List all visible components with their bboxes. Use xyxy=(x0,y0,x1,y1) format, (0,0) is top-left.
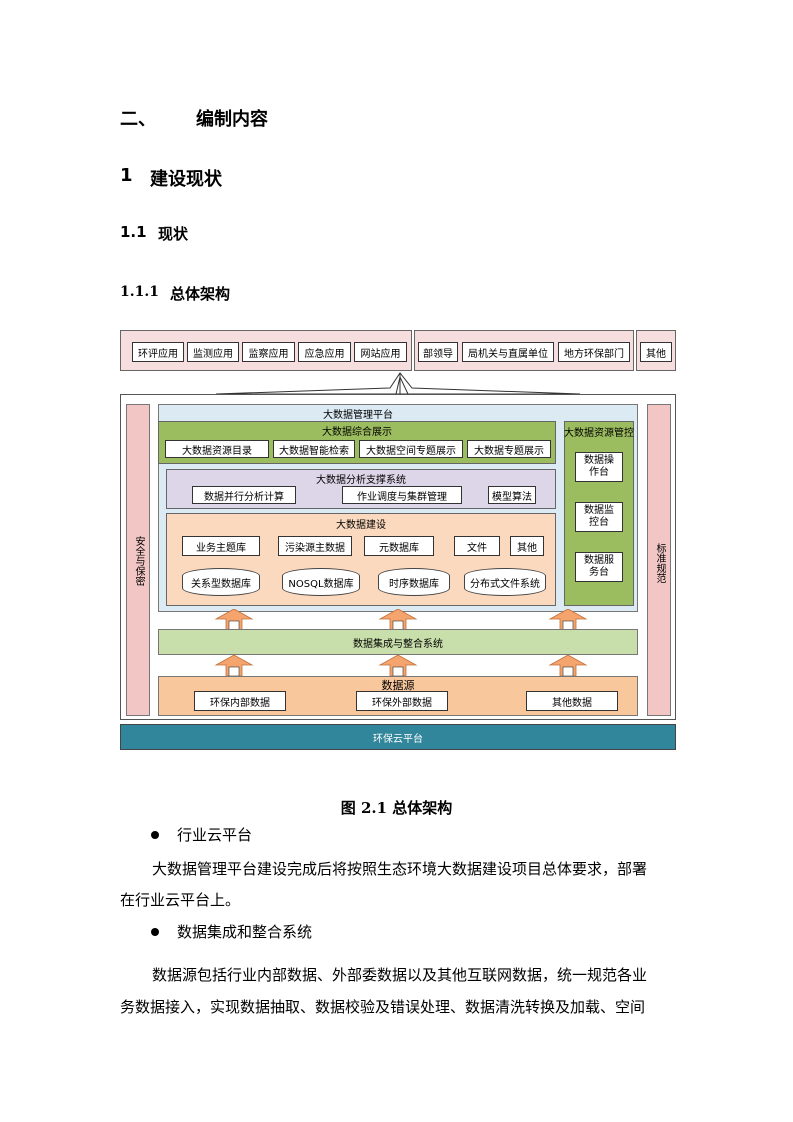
bullet-icon xyxy=(151,831,159,839)
build-title: 大数据建设 xyxy=(336,520,386,531)
user-box: 局机关与直属单位 xyxy=(462,342,554,362)
section-title: 编制内容 xyxy=(196,109,268,130)
display-item: 大数据空间专题展示 xyxy=(359,440,463,458)
user-box: 部领导 xyxy=(418,342,458,362)
paragraph-line: 在行业云平台上。 xyxy=(120,891,241,909)
storage-cylinder: NOSQL数据库 xyxy=(282,568,360,596)
app-box: 监测应用 xyxy=(187,342,239,362)
security-column xyxy=(126,404,150,716)
paragraph-line: 数据源包括行业内部数据、外部委数据以及其他互联网数据，统一规范各业 xyxy=(152,966,648,984)
security-label: 安全与保密 xyxy=(133,536,144,586)
storage-cylinder: 时序数据库 xyxy=(378,568,450,596)
heading-2-title: 现状 xyxy=(158,225,189,243)
source-item: 其他数据 xyxy=(526,691,618,711)
build-item: 元数据库 xyxy=(364,536,434,556)
analysis-item: 作业调度与集群管理 xyxy=(342,486,462,504)
architecture-diagram: 环评应用 监测应用 监察应用 应急应用 网站应用 部领导 局机关与直属单位 地方… xyxy=(120,330,680,752)
storage-cylinder: 分布式文件系统 xyxy=(464,568,546,596)
integration-layer: 数据集成与整合系统 xyxy=(158,629,638,655)
build-item: 其他 xyxy=(510,536,544,556)
bullet-item: 行业云平台 xyxy=(177,826,253,844)
figure-caption: 图 2.1 总体架构 xyxy=(340,799,453,817)
paragraph-line: 大数据管理平台建设完成后将按照生态环境大数据建设项目总体要求，部署 xyxy=(152,860,648,878)
heading-3-title: 总体架构 xyxy=(170,285,231,303)
cloud-platform-bar: 环保云平台 xyxy=(120,724,676,750)
build-item: 污染源主数据 xyxy=(278,536,352,556)
display-title: 大数据综合展示 xyxy=(322,427,392,438)
analysis-title: 大数据分析支撑系统 xyxy=(316,475,406,486)
control-title: 大数据资源管控 xyxy=(564,428,634,439)
heading-2-number: 1.1 xyxy=(120,223,147,241)
analysis-item: 模型算法 xyxy=(488,486,536,504)
control-item: 数据监控台 xyxy=(575,502,623,532)
app-box: 环评应用 xyxy=(132,342,184,362)
source-title: 数据源 xyxy=(381,679,415,692)
heading-3-number: 1.1.1 xyxy=(120,284,159,300)
build-item: 业务主题库 xyxy=(182,536,260,556)
up-arrows-lower xyxy=(214,655,588,677)
heading-1-number: 1 xyxy=(120,165,133,186)
paragraph-line: 务数据接入，实现数据抽取、数据校验及错误处理、数据清洗转换及加载、空间 xyxy=(120,998,646,1016)
platform-title: 大数据管理平台 xyxy=(323,410,393,421)
display-item: 大数据资源目录 xyxy=(165,440,269,458)
app-box: 监察应用 xyxy=(242,342,295,362)
bullet-icon xyxy=(151,928,159,936)
storage-cylinder: 关系型数据库 xyxy=(182,568,260,596)
control-item: 数据服务台 xyxy=(575,552,623,582)
heading-1-title: 建设现状 xyxy=(150,169,222,190)
build-item: 文件 xyxy=(454,536,500,556)
app-box: 网站应用 xyxy=(354,342,407,362)
other-box: 其他 xyxy=(640,342,672,362)
upward-fan-arrow xyxy=(215,372,581,395)
source-item: 环保内部数据 xyxy=(194,691,286,711)
bullet-item: 数据集成和整合系统 xyxy=(177,923,313,941)
up-arrows-upper xyxy=(214,609,588,631)
standard-label: 标准规范 xyxy=(654,543,665,583)
control-item: 数据操作台 xyxy=(575,452,623,482)
display-item: 大数据智能检索 xyxy=(273,440,355,458)
analysis-item: 数据并行分析计算 xyxy=(192,486,296,504)
standard-column xyxy=(647,404,671,716)
app-box: 应急应用 xyxy=(298,342,351,362)
display-item: 大数据专题展示 xyxy=(467,440,551,458)
source-item: 环保外部数据 xyxy=(356,691,448,711)
section-number: 二、 xyxy=(120,109,156,130)
user-box: 地方环保部门 xyxy=(558,342,630,362)
